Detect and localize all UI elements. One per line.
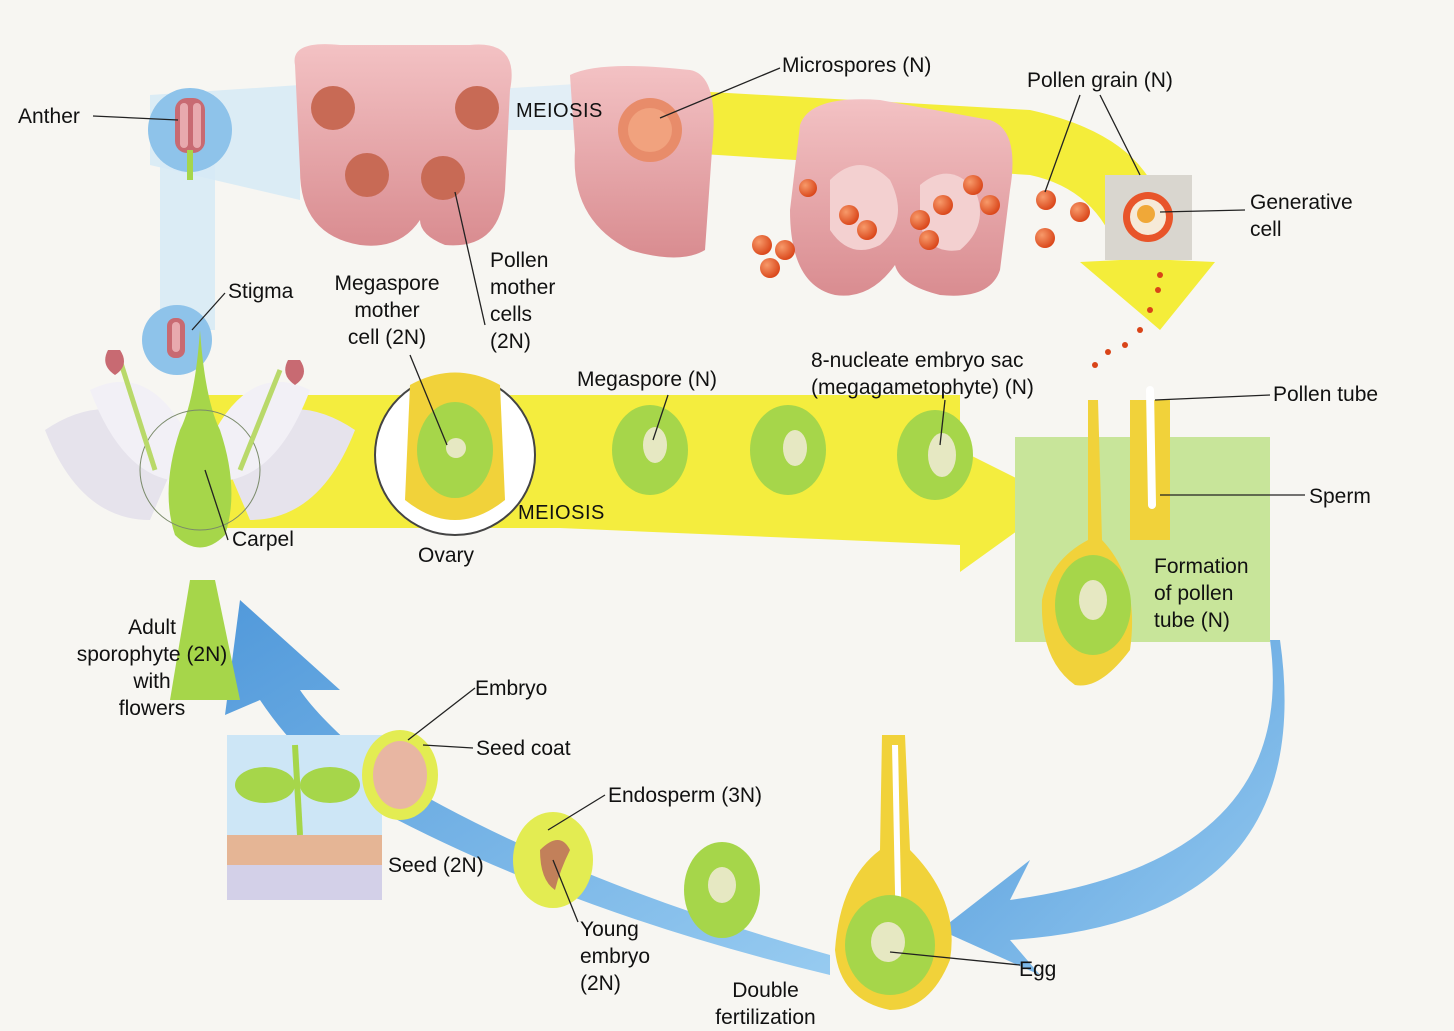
- stigma-icon: [167, 318, 185, 358]
- label-carpel: Carpel: [232, 528, 294, 551]
- label-megaspore: Megaspore (N): [577, 368, 718, 391]
- label-seed: Seed (2N): [388, 854, 484, 877]
- label-pollen-grain: Pollen grain (N): [1027, 69, 1173, 92]
- stigma-zoom-band: [160, 150, 215, 330]
- label-meiosis-bottom: MEIOSIS: [518, 502, 605, 524]
- pollen-tube-carpel: [1041, 386, 1170, 686]
- label-generative-cell: Generative cell: [1250, 191, 1353, 241]
- fertilization-carpel: [835, 735, 952, 1010]
- label-stigma: Stigma: [228, 280, 294, 303]
- seed-illustration: [362, 730, 438, 820]
- anther-cross-section: [294, 44, 512, 246]
- label-endosperm: Endosperm (3N): [608, 784, 763, 807]
- pollen-grains: [752, 175, 1163, 368]
- flower-illustration: [45, 330, 355, 700]
- seedling-box: [227, 735, 382, 900]
- bottom-blue-arrow: [940, 640, 1285, 975]
- label-formation-pollen-tube: Formation of pollen tube (N): [1154, 555, 1249, 632]
- leader-lines: [92, 67, 1305, 966]
- label-sperm: Sperm: [1309, 485, 1371, 508]
- ovule-megaspore: [612, 405, 688, 495]
- label-ovary: Ovary: [418, 544, 475, 567]
- label-young-embryo: Young embryo (2N): [580, 918, 651, 995]
- label-pollen-tube: Pollen tube: [1273, 383, 1379, 406]
- label-microspores: Microspores (N): [782, 54, 932, 77]
- label-embryo-sac: 8-nucleate embryo sac (megagametophyte) …: [811, 349, 1034, 399]
- ovule-stage-2: [750, 405, 826, 495]
- label-double-fertilization: Double fertilization: [715, 979, 816, 1029]
- label-pollen-mother-cells: Pollen mother cells (2N): [490, 249, 556, 353]
- label-meiosis-top: MEIOSIS: [516, 100, 603, 122]
- anther-icon: [175, 98, 205, 180]
- label-anther: Anther: [18, 105, 80, 128]
- label-megaspore-mother-cell: Megaspore mother cell (2N): [334, 272, 440, 349]
- label-seed-coat: Seed coat: [476, 737, 571, 760]
- mature-anther: [790, 99, 1013, 296]
- ovary-zoom: [374, 372, 536, 536]
- label-embryo: Embryo: [475, 677, 548, 700]
- label-egg: Egg: [1019, 958, 1057, 981]
- ovule-embryo-sac: [897, 410, 973, 500]
- double-fertilization-ovule: [684, 842, 760, 938]
- anther-microspore-section: [570, 66, 714, 258]
- top-yellow-arrow: [640, 88, 1215, 330]
- pollen-grain-zoom: [1105, 175, 1192, 260]
- label-adult-sporophyte: Adult sporophyte (2N) with flowers: [76, 616, 228, 720]
